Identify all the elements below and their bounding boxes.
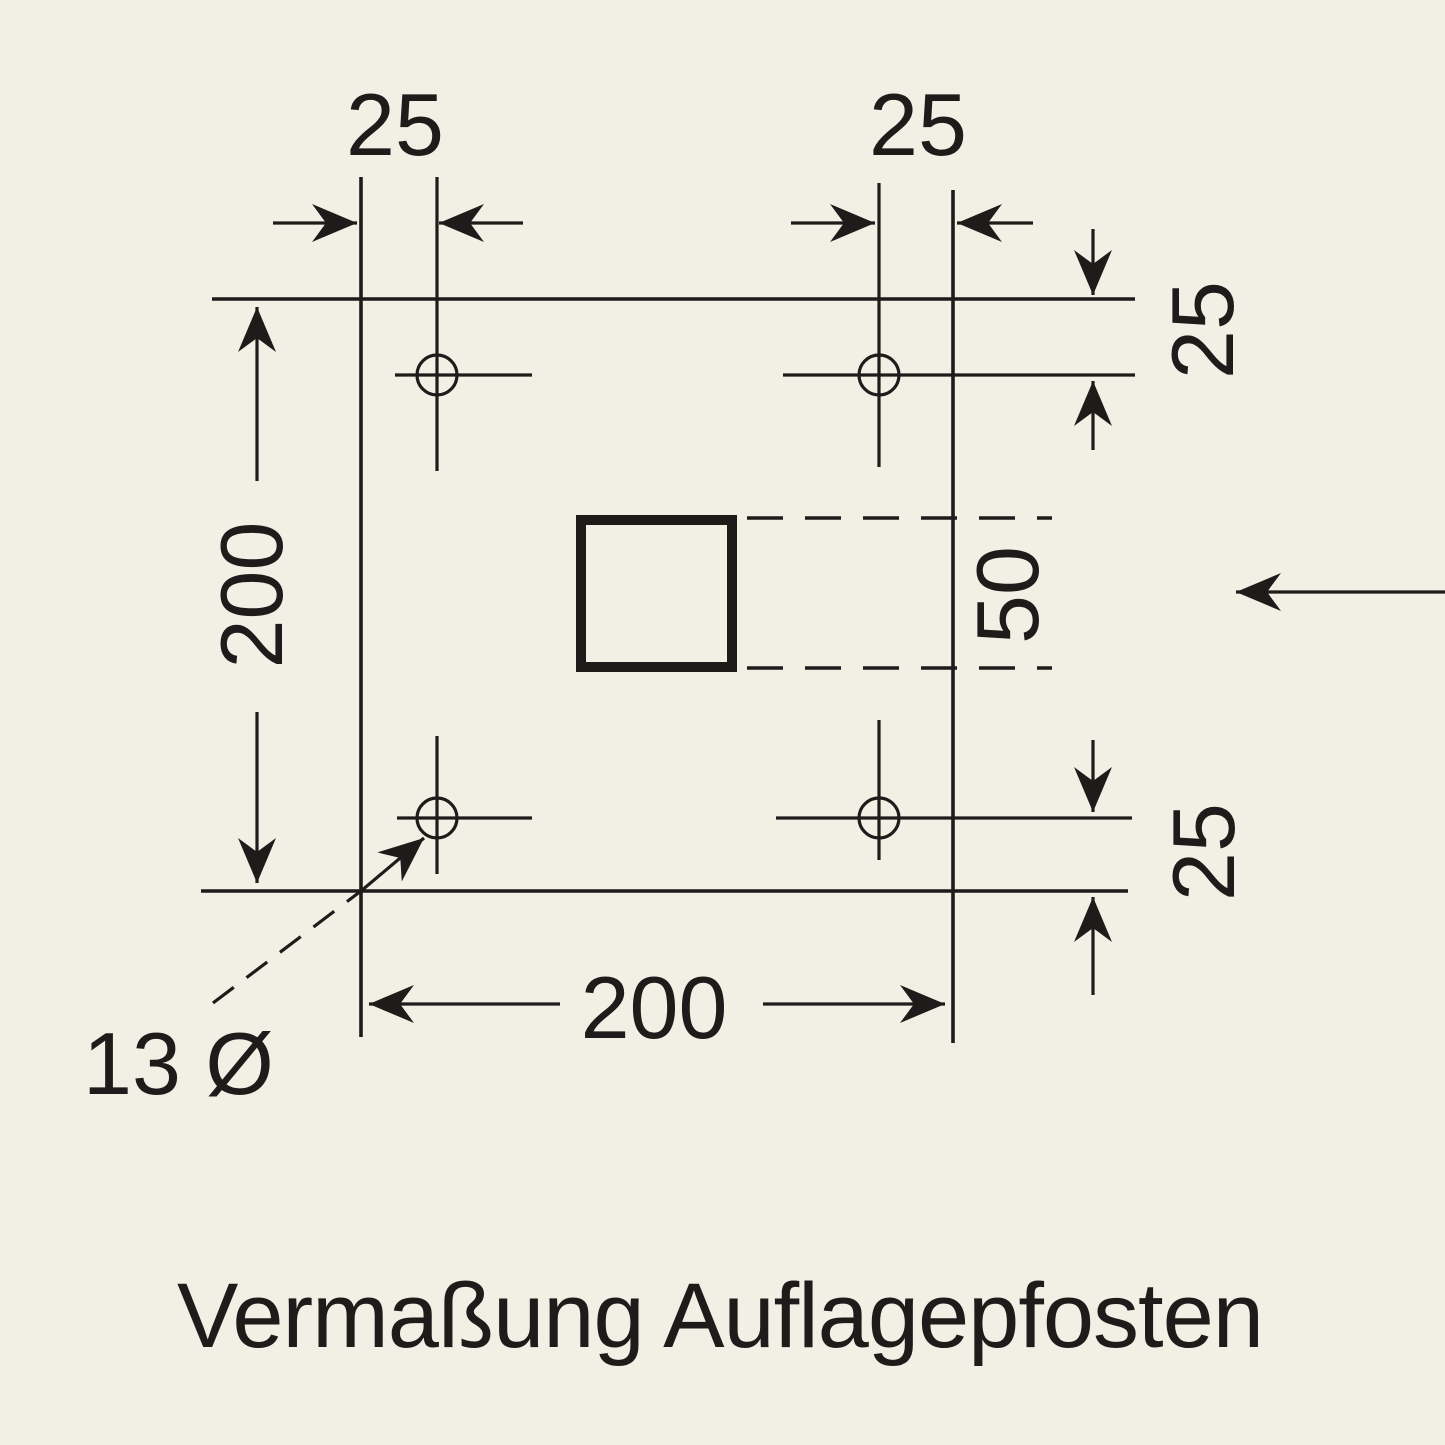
dimension-left-200: 200: [202, 307, 301, 883]
dimension-right-upper-25: 25: [1074, 229, 1252, 450]
dimension-top-left-25: 25: [273, 75, 523, 242]
dimension-top-right-25: 25: [791, 75, 1033, 242]
dim-label-post-50: 50: [958, 546, 1057, 644]
dim-label-top-right-25: 25: [869, 75, 967, 174]
support-post: [576, 515, 1052, 672]
dim-label-right-upper-25: 25: [1153, 281, 1252, 379]
dimension-right-lower-25: 25: [1074, 740, 1253, 995]
plate-edge-lines: [201, 177, 1135, 1043]
drill-holes: [395, 177, 1135, 874]
drawing-caption: Vermaßung Auflagepfosten: [177, 1265, 1263, 1367]
dim-label-left-200: 200: [202, 522, 301, 669]
dimension-bottom-200: 200: [369, 958, 945, 1057]
diameter-leader-dashed-line: [212, 889, 362, 1005]
hole-diameter-callout: 13 Ø: [83, 836, 426, 1113]
dim-label-bottom-200: 200: [581, 958, 728, 1057]
post-square-outline: [576, 515, 737, 672]
diameter-leader-arrow-icon: [359, 836, 426, 893]
dim-label-top-left-25: 25: [346, 75, 444, 174]
dim-label-right-lower-25: 25: [1154, 803, 1253, 901]
hole-diameter-label: 13 Ø: [83, 1014, 274, 1113]
